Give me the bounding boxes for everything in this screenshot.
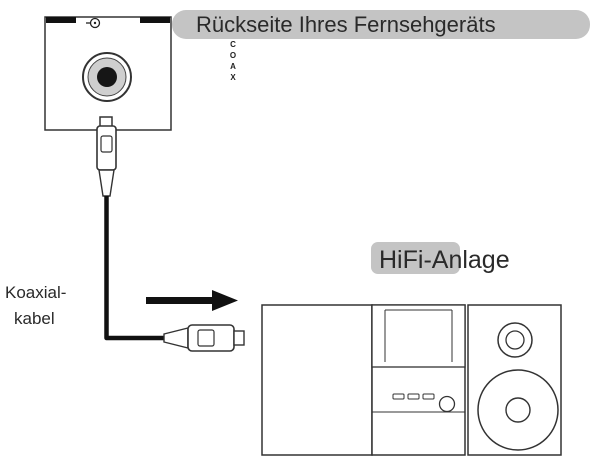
cable-wire — [104, 196, 164, 341]
hifi-button — [422, 393, 435, 400]
tv-caption: Rückseite Ihres Fernsehgeräts — [172, 10, 590, 39]
hifi-left-module — [261, 304, 373, 456]
coax-letter: X — [230, 73, 236, 82]
hifi-system — [261, 304, 562, 456]
coax-letter: A — [230, 62, 236, 71]
coaxial-cable — [96, 116, 245, 352]
cable-plug-bottom — [163, 324, 245, 352]
hifi-caption-word: HiFi — [379, 246, 423, 274]
cable-label-line1: Koaxial- — [5, 283, 66, 302]
hifi-center-unit — [371, 304, 466, 456]
hifi-volume-knob — [438, 395, 456, 413]
cable-plug-top — [96, 116, 117, 197]
arrow-right-icon — [146, 290, 238, 311]
cable-label: Koaxial- kabel — [5, 283, 66, 328]
tv-panel-bar-right — [140, 17, 170, 23]
tv-back-panel — [44, 16, 172, 131]
hifi-button — [407, 393, 420, 400]
coax-letter: O — [230, 51, 236, 60]
coax-label: C O A X — [230, 40, 236, 82]
coax-socket — [82, 52, 132, 102]
hifi-caption: HiFi-Anlage — [371, 242, 510, 274]
hifi-caption-highlight — [371, 242, 460, 274]
hifi-speaker — [467, 304, 562, 456]
tv-caption-text: Rückseite Ihres Fernsehgeräts — [196, 12, 496, 37]
coax-port-icon — [86, 17, 101, 29]
cable-label-line2: kabel — [14, 309, 55, 328]
coax-letter: C — [230, 40, 236, 49]
hifi-caption-text: HiFi-Anlage — [379, 246, 510, 274]
tv-caption-highlight — [172, 10, 590, 39]
hifi-button — [392, 393, 405, 400]
hifi-caption-suffix: -Anlage — [423, 246, 509, 274]
tv-panel-bar-left — [46, 17, 76, 23]
